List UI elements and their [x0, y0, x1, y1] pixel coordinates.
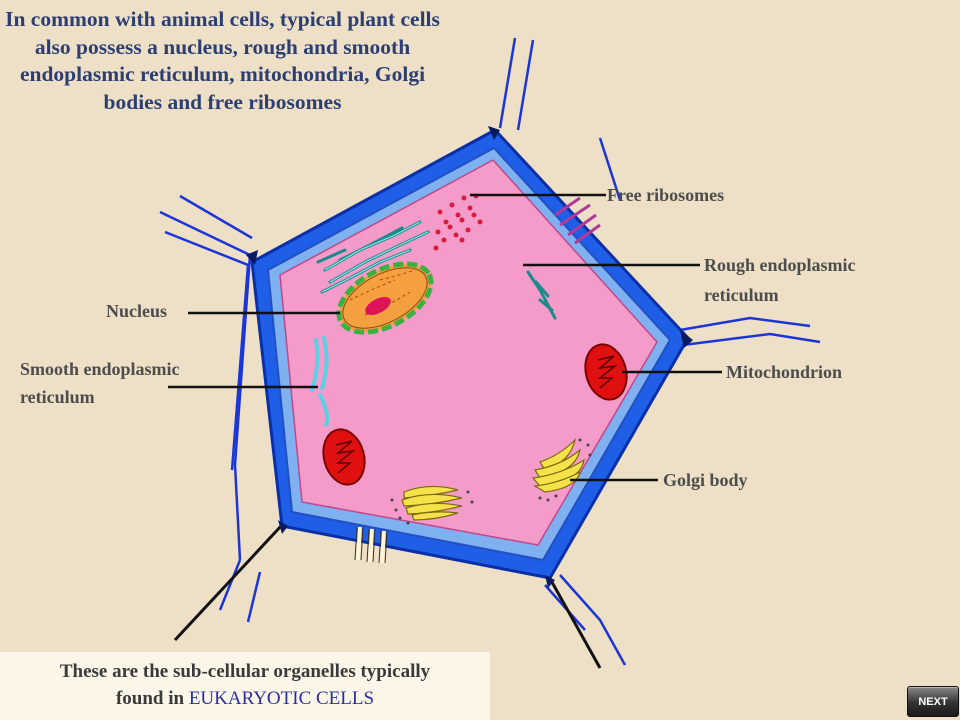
label-rough-er-line1: Rough endoplasmic	[704, 255, 856, 275]
mitochondrion-right	[584, 343, 628, 401]
label-rough-er-line2: reticulum	[704, 285, 779, 305]
next-button[interactable]: NEXT	[907, 686, 959, 717]
golgi-vesicles-bottom	[390, 490, 474, 525]
label-mitochondrion: Mitochondrion	[726, 362, 843, 382]
golgi-body-right	[531, 438, 585, 493]
label-free-ribosomes: Free ribosomes	[607, 185, 725, 205]
rough-er-small	[526, 270, 557, 320]
caption-line2-prefix: found in	[115, 688, 189, 709]
plasmodesmata-bottom-outline	[354, 526, 388, 564]
label-smooth-er-line1: Smooth endoplasmic	[20, 359, 180, 379]
leader-lines	[168, 193, 722, 482]
golgi-vesicles-right	[538, 438, 592, 502]
neighbor-dark-lines	[173, 523, 602, 669]
caption-line2: found in EUKARYOTIC CELLS	[0, 685, 490, 712]
neighbor-cell-walls	[159, 37, 821, 666]
plasmodesmata-bottom	[356, 526, 386, 564]
label-nucleus: Nucleus	[106, 301, 168, 321]
free-ribosomes	[433, 193, 483, 251]
label-smooth-er-line2: reticulum	[20, 387, 95, 407]
caption-box: These are the sub-cellular organelles ty…	[0, 652, 490, 720]
intro-text: In common with animal cells, typical pla…	[5, 7, 440, 114]
golgi-body-bottom	[401, 485, 463, 521]
rough-er-highlight	[321, 221, 429, 293]
mitochondrion-left	[322, 428, 366, 486]
caption-line1: These are the sub-cellular organelles ty…	[59, 661, 431, 682]
wall-corners	[246, 126, 693, 588]
nucleus	[336, 261, 434, 335]
label-golgi-body: Golgi body	[663, 470, 748, 490]
caption-highlight: EUKARYOTIC CELLS	[188, 688, 375, 709]
plasmodesmata-top	[554, 196, 601, 245]
